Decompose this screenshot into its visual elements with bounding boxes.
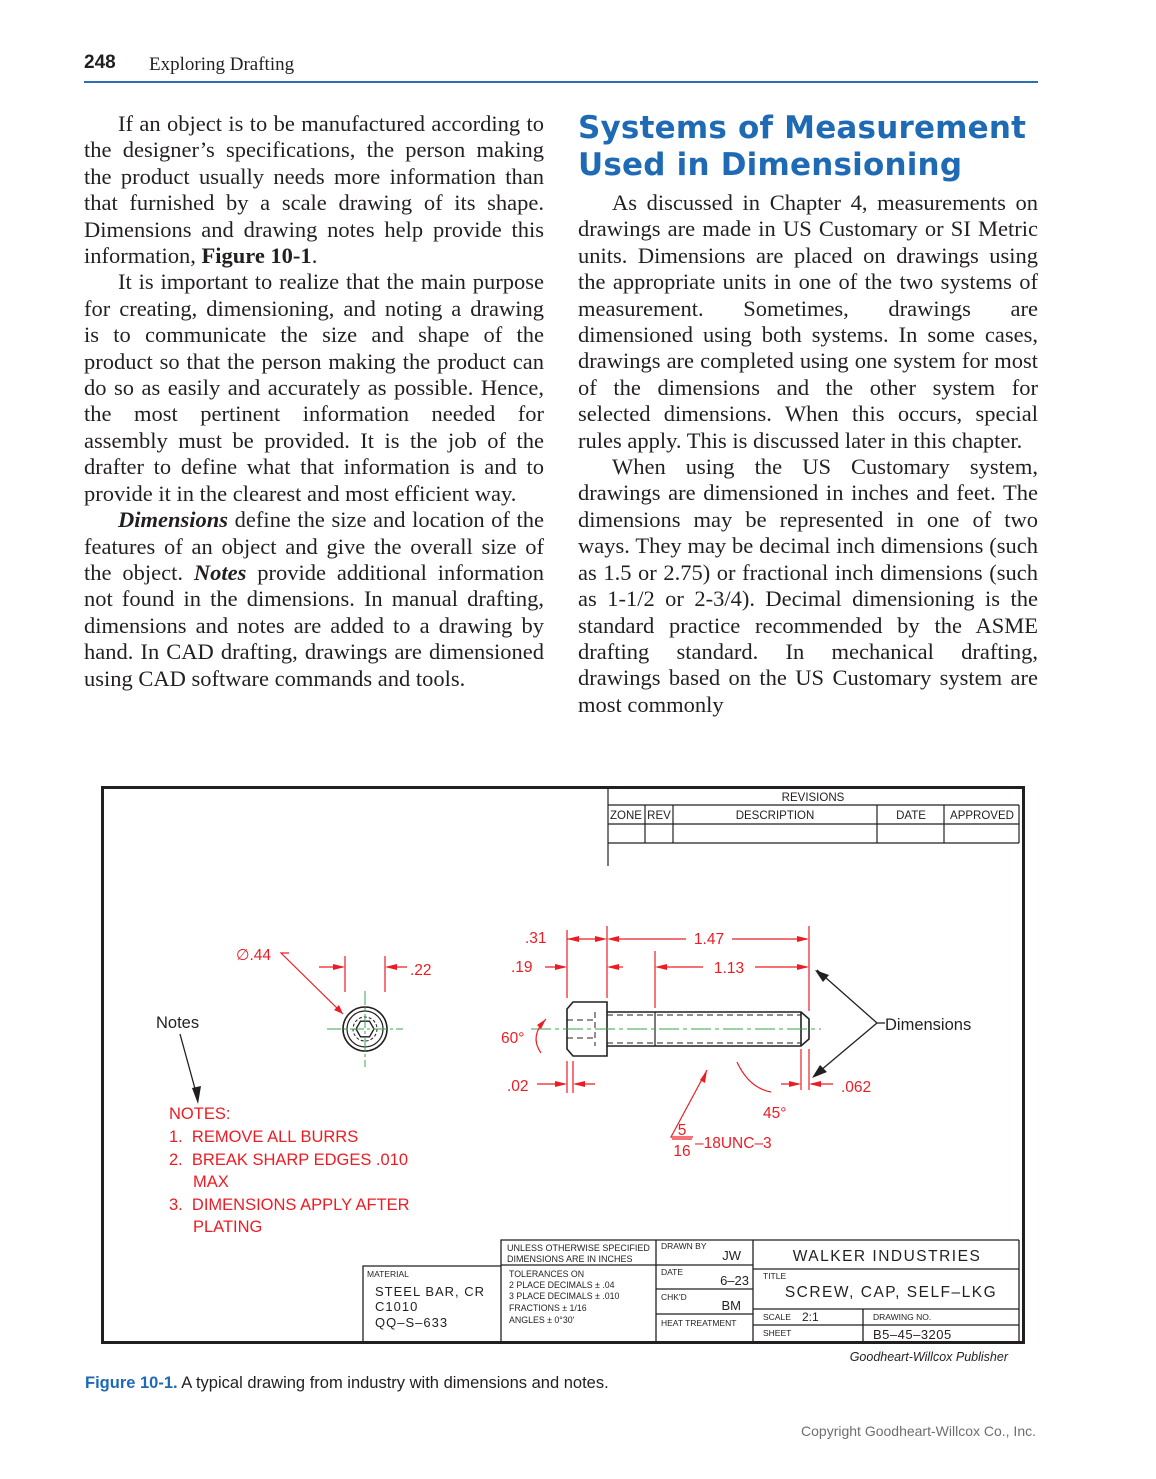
figure-drawing: REVISIONS ZONE REV DESCRIPTION DATE APPR… bbox=[101, 786, 1025, 1344]
rev-header: REV bbox=[647, 810, 671, 822]
figure-caption: Figure 10-1. A typical drawing from indu… bbox=[85, 1374, 609, 1392]
tolerance-line-2: 2 PLACE DECIMALS ± .04 bbox=[509, 1280, 615, 1290]
dim-22: .22 bbox=[410, 962, 432, 979]
tolerance-line-1: TOLERANCES ON bbox=[509, 1269, 584, 1279]
figure-credit: Goodheart-Willcox Publisher bbox=[849, 1350, 1008, 1364]
material-line-2: C1010 bbox=[375, 1299, 418, 1314]
dimension-arrows bbox=[333, 936, 821, 1087]
copyright-footer: Copyright Goodheart-Willcox Co., Inc. bbox=[801, 1423, 1036, 1439]
date-header: DATE bbox=[896, 810, 926, 822]
revisions-title: REVISIONS bbox=[782, 792, 845, 804]
tolerance-line-5: ANGLES ± 0°30' bbox=[509, 1315, 575, 1325]
dim-062: .062 bbox=[841, 1079, 871, 1096]
material-label: MATERIAL bbox=[367, 1269, 409, 1279]
paragraph-1: If an object is to be manufactured accor… bbox=[84, 111, 544, 269]
approved-header: APPROVED bbox=[950, 810, 1014, 822]
dim-113: 1.13 bbox=[714, 960, 744, 977]
date-label: DATE bbox=[661, 1267, 683, 1277]
left-column: If an object is to be manufactured accor… bbox=[84, 111, 544, 692]
drawing-number: B5–45–3205 bbox=[873, 1327, 952, 1342]
thread-fraction-denominator: 16 bbox=[673, 1143, 690, 1160]
checked-label: CHK'D bbox=[661, 1292, 687, 1302]
thread-fraction-numerator: 5 bbox=[678, 1122, 687, 1139]
paragraph-5: When using the US Customary system, draw… bbox=[578, 454, 1038, 717]
notes-title: NOTES: bbox=[169, 1105, 230, 1123]
paragraph-2: It is important to realize that the main… bbox=[84, 269, 544, 506]
thread-spec: –18UNC–3 bbox=[695, 1135, 772, 1152]
company-name: WALKER INDUSTRIES bbox=[793, 1248, 982, 1265]
material-line-1: STEEL BAR, CR bbox=[375, 1284, 485, 1299]
heat-treatment-label: HEAT TREATMENT bbox=[661, 1318, 736, 1328]
dim-19: .19 bbox=[511, 959, 533, 976]
dimension-lines bbox=[279, 926, 833, 1138]
paragraph-4: As discussed in Chapter 4, measurements … bbox=[578, 190, 1038, 453]
notes-block: NOTES: 1. REMOVE ALL BURRS 2. BREAK SHAR… bbox=[169, 1105, 410, 1236]
tolerance-line-4: FRACTIONS ± 1/16 bbox=[509, 1303, 587, 1313]
description-header: DESCRIPTION bbox=[736, 810, 815, 822]
checked-value: BM bbox=[722, 1298, 742, 1313]
note-1: 1. REMOVE ALL BURRS bbox=[169, 1128, 358, 1146]
notes-callout: Notes bbox=[156, 1014, 199, 1032]
drawing-border bbox=[101, 786, 1025, 1344]
note-2: 2. BREAK SHARP EDGES .010 bbox=[169, 1151, 408, 1169]
dim-angle-60: 60° bbox=[501, 1030, 524, 1047]
date-value: 6–23 bbox=[720, 1273, 749, 1288]
dim-31: .31 bbox=[525, 930, 547, 947]
dim-angle-45: 45° bbox=[763, 1105, 786, 1122]
unless-line-2: DIMENSIONS ARE IN INCHES bbox=[507, 1254, 633, 1264]
drawn-by-value: JW bbox=[722, 1248, 742, 1263]
tolerance-line-3: 3 PLACE DECIMALS ± .010 bbox=[509, 1291, 620, 1301]
scale-value: 2:1 bbox=[802, 1310, 819, 1324]
callout-lines bbox=[179, 969, 885, 1097]
drawing-number-label: DRAWING NO. bbox=[873, 1312, 931, 1322]
end-view bbox=[327, 991, 403, 1067]
note-3-cont: PLATING bbox=[193, 1218, 262, 1236]
drawing-title: SCREW, CAP, SELF–LKG bbox=[785, 1284, 997, 1301]
unless-line-1: UNLESS OTHERWISE SPECIFIED bbox=[507, 1243, 650, 1253]
page-number: 248 bbox=[84, 52, 116, 73]
zone-header: ZONE bbox=[610, 810, 642, 822]
note-3: 3. DIMENSIONS APPLY AFTER bbox=[169, 1196, 410, 1214]
dim-02: .02 bbox=[507, 1078, 529, 1095]
side-view bbox=[531, 1001, 821, 1057]
sheet-label: SHEET bbox=[763, 1328, 791, 1338]
running-header: Exploring Drafting bbox=[149, 54, 295, 75]
title-label: TITLE bbox=[763, 1271, 786, 1281]
dim-diameter: ∅.44 bbox=[236, 947, 271, 964]
material-line-3: QQ–S–633 bbox=[375, 1315, 448, 1330]
paragraph-3: Dimensions define the size and location … bbox=[84, 507, 545, 691]
drawn-by-label: DRAWN BY bbox=[661, 1241, 707, 1251]
title-block bbox=[362, 1239, 1020, 1341]
right-column: As discussed in Chapter 4, measurements … bbox=[578, 190, 1038, 718]
scale-label: SCALE bbox=[763, 1312, 791, 1322]
dimensions-callout: Dimensions bbox=[885, 1016, 971, 1034]
header-rule bbox=[84, 81, 1038, 83]
revisions-block bbox=[607, 787, 1020, 866]
note-2-cont: MAX bbox=[193, 1173, 229, 1191]
dim-147: 1.47 bbox=[694, 931, 724, 948]
